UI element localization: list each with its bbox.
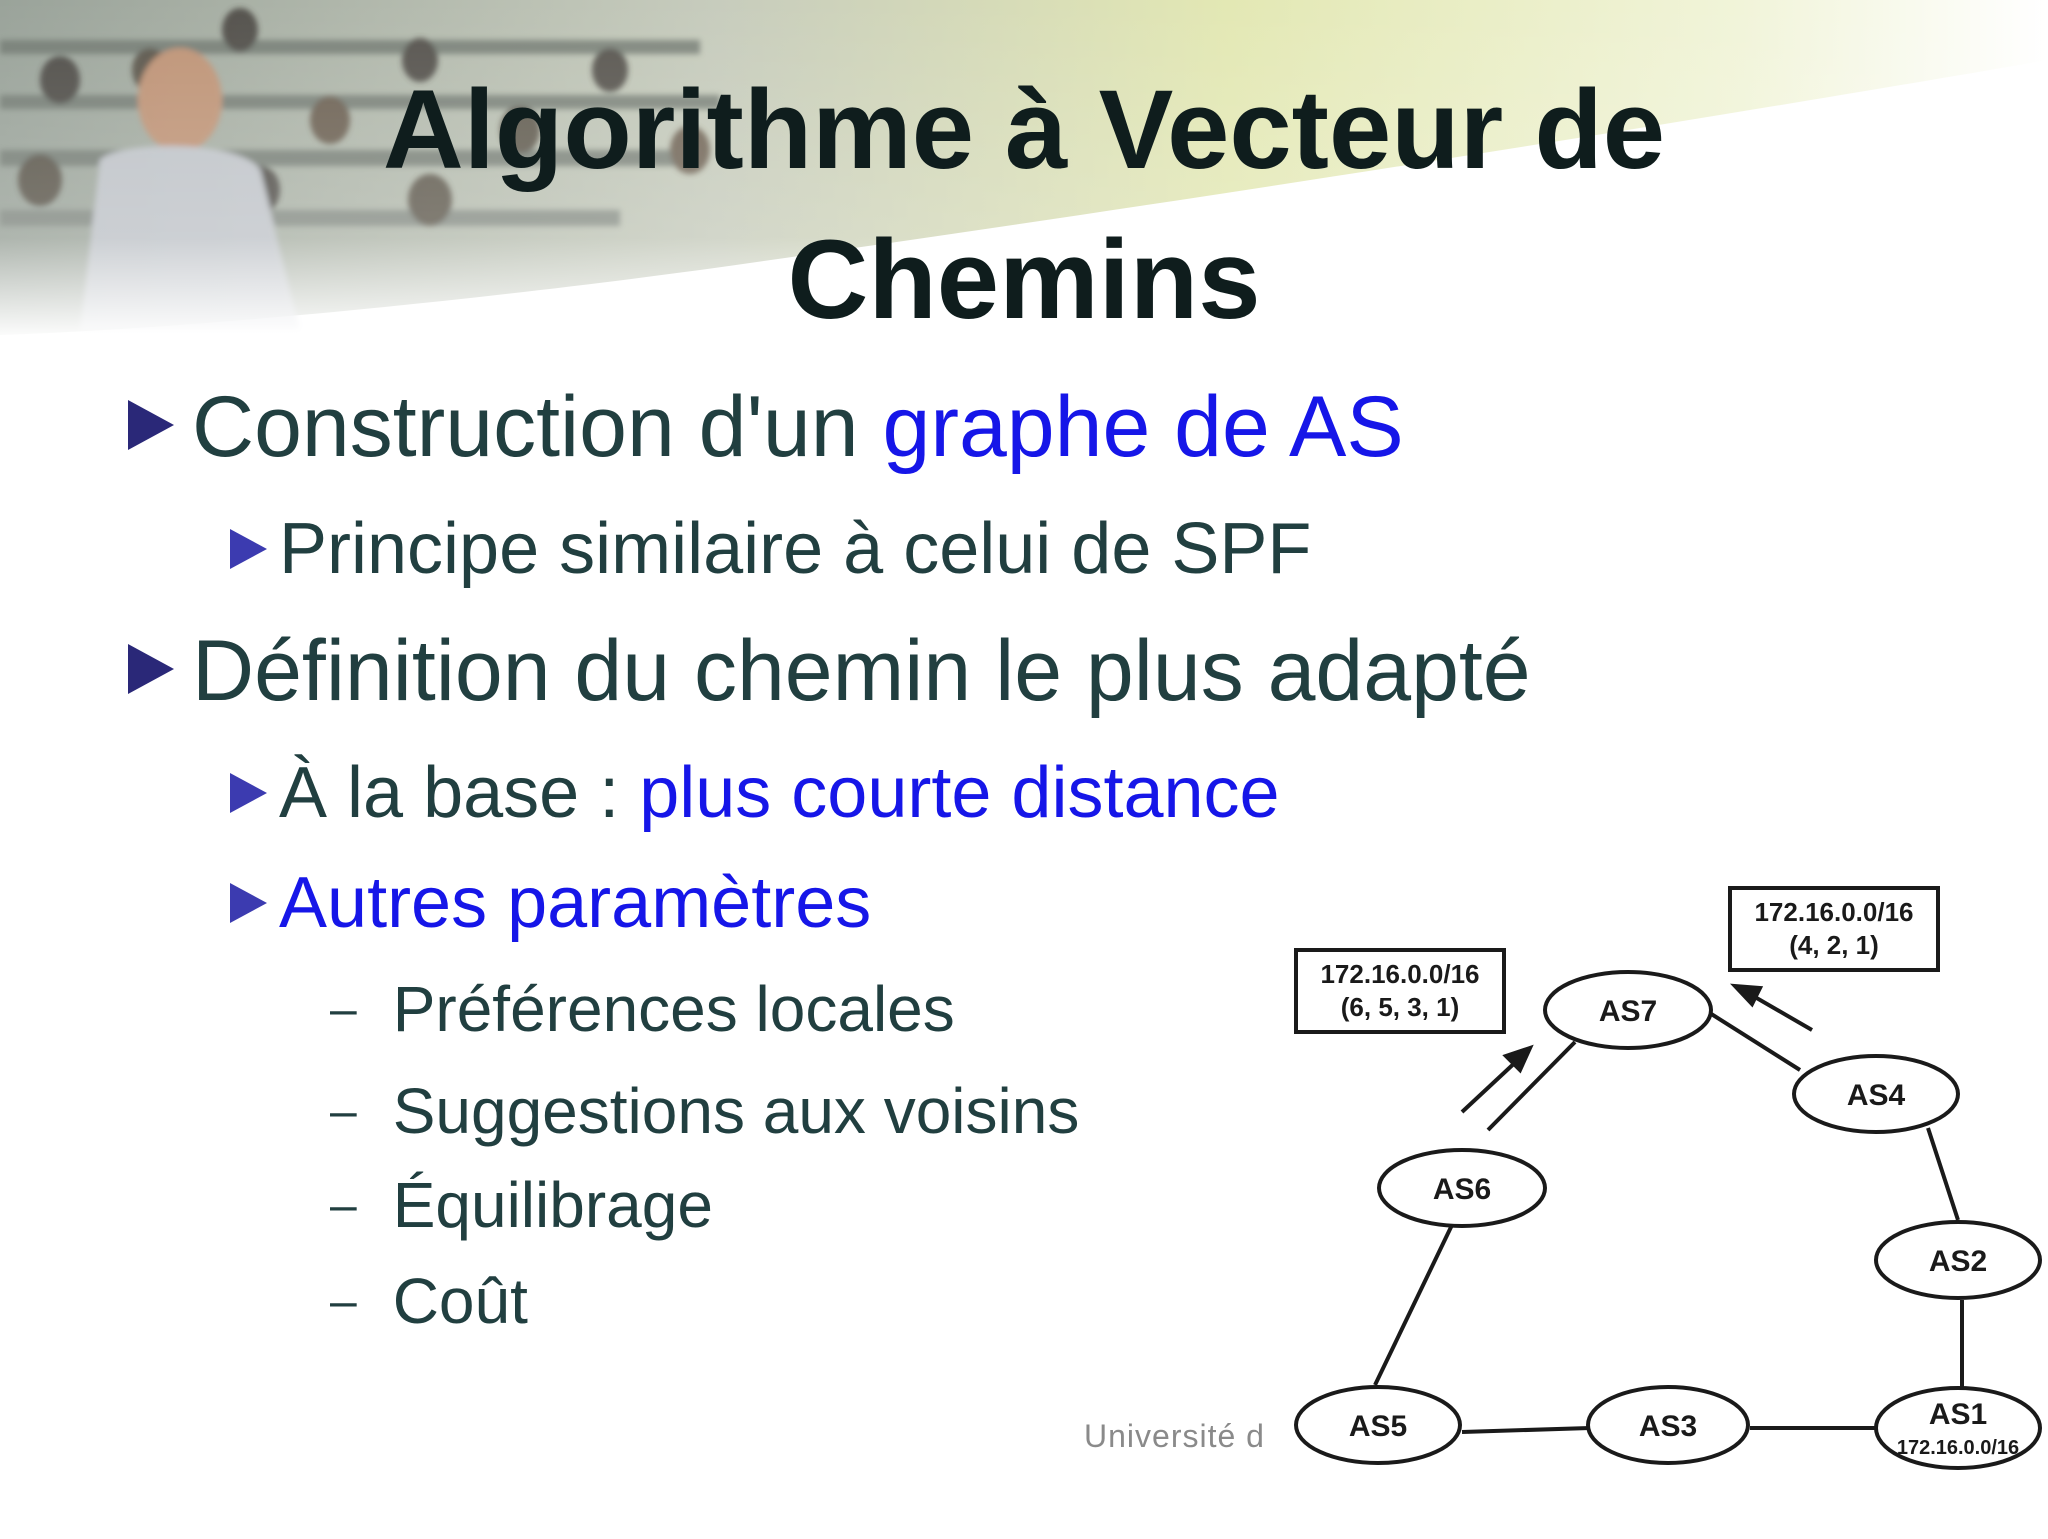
item-preferences: – Préférences locales: [330, 972, 955, 1046]
edge-as5-as3: [1461, 1426, 1591, 1434]
sub-bullet-base: À la base : plus courte distance: [230, 752, 1280, 834]
item-equilibrage: – Équilibrage: [330, 1168, 713, 1242]
node-shape: [1586, 1385, 1750, 1465]
as-graph-diagram: 172.16.0.0/16 (6, 5, 3, 1) 172.16.0.0/16…: [1294, 886, 2042, 1470]
node-as1: AS1 172.16.0.0/16: [1874, 1386, 2042, 1470]
arrow-up-left-icon: [1729, 983, 1764, 1008]
node-shape: [1792, 1054, 1960, 1134]
node-as5: AS5: [1294, 1385, 1462, 1465]
triangle-bullet-icon: [230, 529, 267, 569]
route-box-left: 172.16.0.0/16 (6, 5, 3, 1): [1294, 948, 1506, 1034]
item-text: Équilibrage: [392, 1169, 713, 1241]
route-box-path: (4, 2, 1): [1789, 930, 1879, 960]
slide-title-line2: Chemins: [787, 217, 1261, 342]
route-box-frame: [1294, 948, 1506, 1034]
node-prefix-label: 172.16.0.0/16: [1897, 1437, 2019, 1459]
dash-bullet: –: [330, 1275, 357, 1328]
dash-bullet: –: [330, 983, 357, 1036]
item-text: Préférences locales: [392, 973, 955, 1045]
highlight-text: plus courte distance: [639, 753, 1280, 833]
triangle-bullet-icon: [128, 644, 174, 694]
bullet-text: Définition du chemin le plus adapté: [192, 623, 1531, 719]
sub-bullet-principe: Principe similaire à celui de SPF: [230, 508, 1311, 590]
lecture-hall-photo: [0, 0, 2048, 340]
bullet-text: Principe similaire à celui de SPF: [279, 509, 1312, 589]
node-label: AS7: [1599, 995, 1657, 1028]
triangle-bullet-icon: [128, 400, 174, 450]
edge-as7-as4: [1703, 1008, 1802, 1072]
node-shape: [1874, 1220, 2042, 1300]
dash-bullet: –: [330, 1085, 357, 1138]
node-label: AS3: [1639, 1410, 1697, 1443]
node-label: AS6: [1433, 1173, 1491, 1206]
node-as2: AS2: [1874, 1220, 2042, 1300]
header-banner: [0, 0, 2048, 340]
highlight-text: graphe de AS: [882, 379, 1404, 475]
node-as7: AS7: [1543, 970, 1713, 1050]
route-box-right: 172.16.0.0/16 (4, 2, 1): [1728, 886, 1940, 972]
node-shape: [1294, 1385, 1462, 1465]
slide-title-line1: Algorithme à Vecteur de: [382, 67, 1666, 192]
arrow-line: [1746, 991, 1814, 1032]
item-cout: – Coût: [330, 1264, 528, 1338]
triangle-bullet-icon: [230, 883, 267, 923]
sub-bullet-autres: Autres paramètres: [230, 862, 871, 944]
arrow-up-right-icon: [1502, 1044, 1534, 1074]
node-label: AS5: [1349, 1410, 1407, 1443]
edge-as4-as2: [1926, 1127, 1960, 1221]
bullet-text: Autres paramètres: [279, 863, 872, 943]
route-box-prefix: 172.16.0.0/16: [1754, 897, 1913, 927]
item-text: Suggestions aux voisins: [392, 1075, 1080, 1147]
item-suggestions: – Suggestions aux voisins: [330, 1074, 1079, 1148]
node-as3: AS3: [1586, 1385, 1750, 1465]
slide-title: Algorithme à Vecteur de Chemins: [0, 55, 2048, 355]
node-label: AS2: [1929, 1245, 1987, 1278]
update-arrows: [1460, 983, 1814, 1114]
node-shape: [1874, 1386, 2042, 1470]
graph-edges: [1373, 1008, 1964, 1434]
bullet-text: Construction d'un graphe de AS: [192, 379, 1404, 475]
route-box-frame: [1728, 886, 1940, 972]
node-shape: [1377, 1148, 1547, 1228]
node-shape: [1543, 970, 1713, 1050]
route-box-prefix: 172.16.0.0/16: [1320, 959, 1479, 989]
bullet-text: À la base : plus courte distance: [279, 753, 1280, 833]
node-label: AS4: [1847, 1079, 1906, 1112]
university-footer: Université d: [1084, 1418, 1265, 1454]
bullet-construction: Construction d'un graphe de AS: [128, 378, 1404, 477]
node-as4: AS4: [1792, 1054, 1960, 1134]
node-as6: AS6: [1377, 1148, 1547, 1228]
arrow-line: [1460, 1056, 1522, 1114]
bullet-definition: Définition du chemin le plus adapté: [128, 622, 1531, 721]
route-box-path: (6, 5, 3, 1): [1341, 992, 1460, 1022]
dash-bullet: –: [330, 1179, 357, 1232]
node-label: AS1: [1929, 1398, 1987, 1431]
graph-nodes: AS7 AS4 AS6 AS2 AS5 AS3 AS1 172.16.0.0/1…: [1294, 970, 2042, 1470]
edge-as6-as5: [1373, 1224, 1454, 1386]
item-text: Coût: [392, 1265, 528, 1337]
triangle-bullet-icon: [230, 773, 267, 813]
edge-as7-as6: [1486, 1040, 1577, 1132]
